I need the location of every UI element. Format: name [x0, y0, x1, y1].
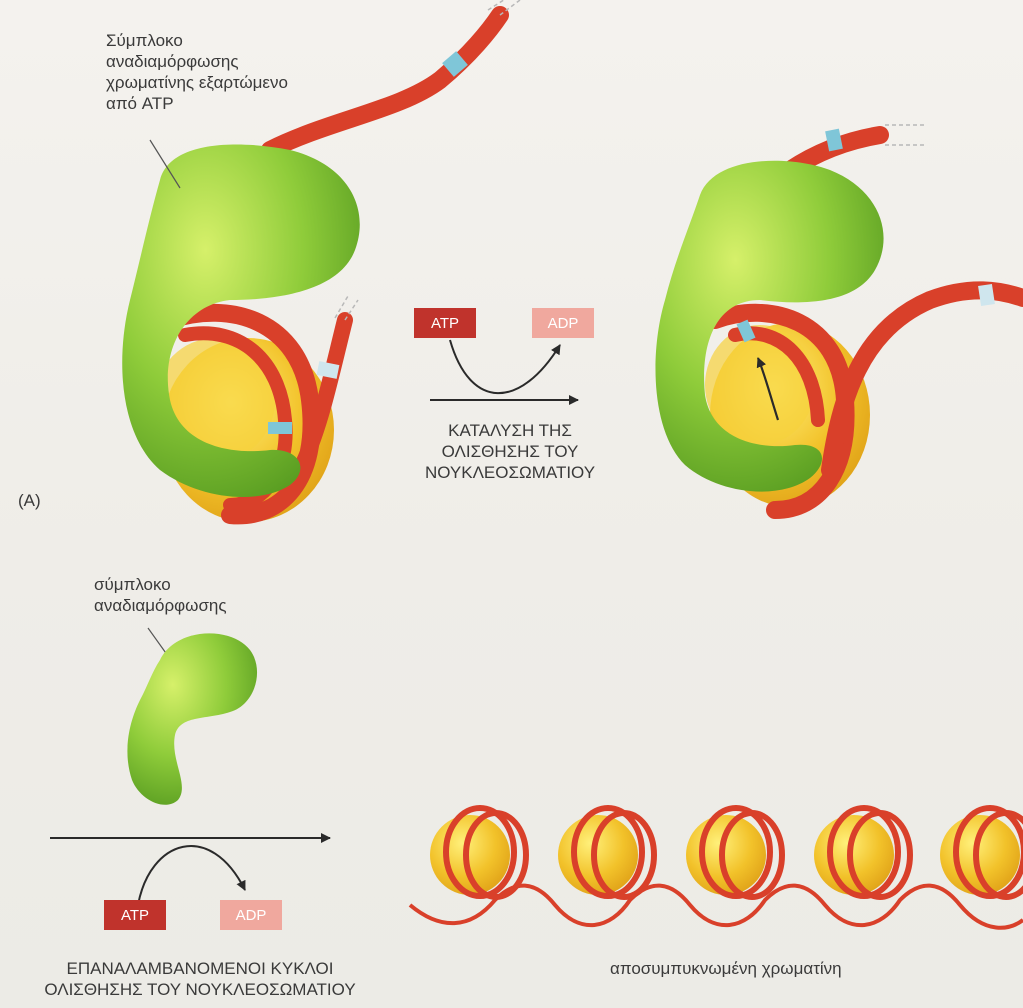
- nucleosome: [814, 808, 910, 897]
- label-line: ΕΠΑΝΑΛΑΜΒΑΝΟΜΕΝΟΙ ΚΥΚΛΟΙ: [0, 958, 400, 979]
- label-line: ΚΑΤΑΛΥΣΗ ΤΗΣ: [410, 420, 610, 441]
- nucleosome: [940, 808, 1023, 897]
- label-repeated-cycles: ΕΠΑΝΑΛΑΜΒΑΝΟΜΕΝΟΙ ΚΥΚΛΟΙ ΟΛΙΣΘΗΣΗΣ ΤΟΥ Ν…: [0, 958, 400, 1000]
- label-line: αναδιαμόρφωσης: [106, 51, 288, 72]
- label-line: αναδιαμόρφωσης: [94, 595, 227, 616]
- nucleosome: [430, 808, 526, 897]
- reaction-curve-arrow: [450, 340, 560, 393]
- adp-box-top: ADP: [532, 308, 594, 338]
- label-line: Σύμπλοκο: [106, 30, 288, 51]
- label-pointer: [148, 628, 168, 656]
- reaction-top: [430, 340, 578, 400]
- histone-core-face: [705, 325, 815, 445]
- label-remodeling-complex: σύμπλοκο αναδιαμόρφωσης: [94, 574, 227, 616]
- small-remodeler-assembly: [127, 628, 257, 805]
- reaction-bottom: [50, 838, 330, 905]
- label-line: ΝΟΥΚΛΕΟΣΩΜΑΤΙΟΥ: [410, 462, 610, 483]
- label-line: σύμπλοκο: [94, 574, 227, 595]
- dna-marker: [318, 368, 338, 372]
- label-line: ΟΛΙΣΘΗΣΗΣ ΤΟΥ ΝΟΥΚΛΕΟΣΩΜΑΤΙΟΥ: [0, 979, 400, 1000]
- panel-letter: (A): [18, 490, 41, 511]
- atp-box-bottom: ATP: [104, 900, 166, 930]
- remodeling-complex-shape: [127, 633, 257, 804]
- right-nucleosome-assembly: [655, 125, 1023, 510]
- label-line: χρωματίνης εξαρτώμενο: [106, 72, 288, 93]
- nucleosome: [558, 808, 654, 897]
- dna-marker: [742, 322, 750, 340]
- dna-marker: [448, 58, 462, 70]
- atp-box-top: ATP: [414, 308, 476, 338]
- label-line: ΟΛΙΣΘΗΣΗΣ ΤΟΥ: [410, 441, 610, 462]
- label-decondensed-chromatin: αποσυμπυκνωμένη χρωματίνη: [610, 958, 842, 979]
- nucleosome: [686, 808, 782, 897]
- dna-marker: [985, 285, 988, 305]
- dna-marker: [832, 130, 836, 150]
- dna-dashed-end: [885, 125, 925, 145]
- label-catalysis: ΚΑΤΑΛΥΣΗ ΤΗΣ ΟΛΙΣΘΗΣΗΣ ΤΟΥ ΝΟΥΚΛΕΟΣΩΜΑΤΙ…: [410, 420, 610, 483]
- label-remodeling-complex-atp: Σύμπλοκο αναδιαμόρφωσης χρωματίνης εξαρτ…: [106, 30, 288, 114]
- decondensed-chromatin: [410, 808, 1023, 928]
- dna-strand-upper: [270, 15, 500, 150]
- adp-box-bottom: ADP: [220, 900, 282, 930]
- label-line: από ATP: [106, 93, 288, 114]
- reaction-curve-arrow: [138, 846, 245, 905]
